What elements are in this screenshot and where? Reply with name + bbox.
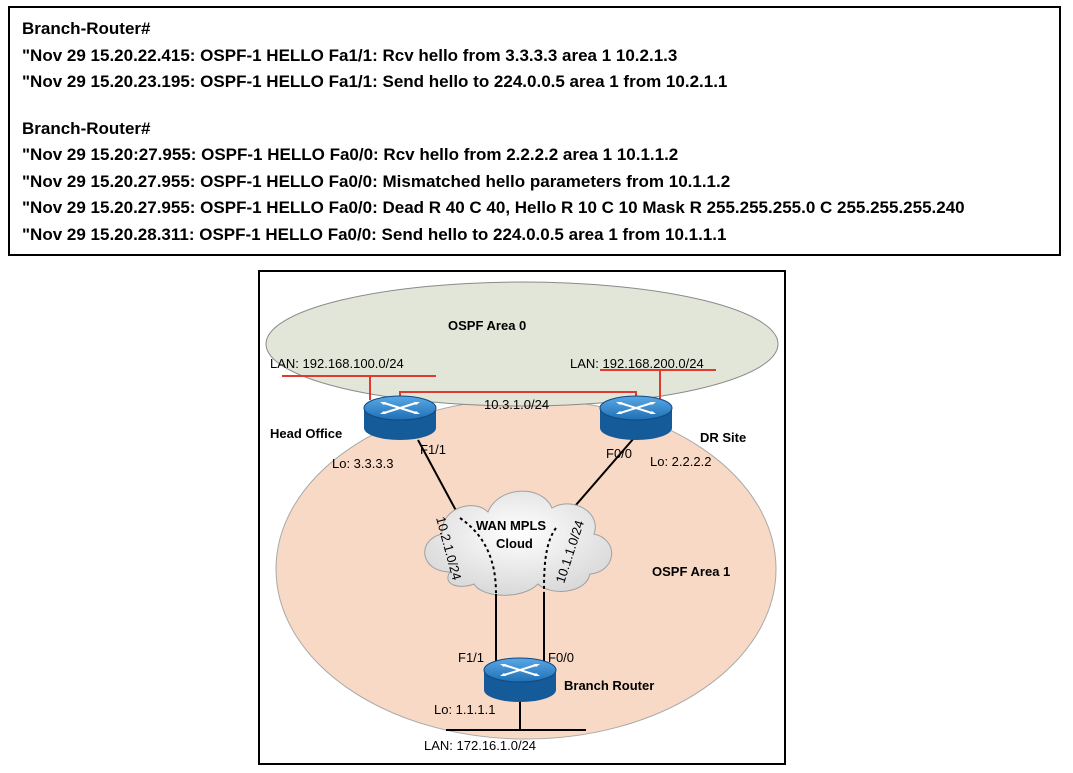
link-ho-dr-label: 10.3.1.0/24 bbox=[484, 397, 549, 412]
branch-router-icon bbox=[483, 657, 557, 702]
lan-bottom-label: LAN: 172.16.1.0/24 bbox=[424, 738, 536, 753]
dr-site-lo-label: Lo: 2.2.2.2 bbox=[650, 454, 711, 469]
debug-log-panel: Branch-Router# "Nov 29 15.20.22.415: OSP… bbox=[8, 6, 1061, 256]
dr-site-router-icon bbox=[599, 395, 673, 440]
branch-if-left-label: F1/1 bbox=[458, 650, 484, 665]
log-line: "Nov 29 15.20.27.955: OSPF-1 HELLO Fa0/0… bbox=[22, 171, 731, 191]
log-line: "Nov 29 15.20.27.955: OSPF-1 HELLO Fa0/0… bbox=[22, 198, 965, 217]
area0-label: OSPF Area 0 bbox=[448, 318, 526, 333]
link-ho-cloud bbox=[417, 439, 461, 519]
lan-left-label: LAN: 192.168.100.0/24 bbox=[270, 356, 404, 371]
lan-right-label: LAN: 192.168.200.0/24 bbox=[570, 356, 704, 371]
log-prompt-2: Branch-Router# bbox=[22, 118, 151, 138]
cloud-label-line1: WAN MPLS bbox=[476, 518, 546, 533]
dr-site-if-label: F0/0 bbox=[606, 446, 632, 461]
network-diagram: OSPF Area 0 OSPF Area 1 LAN: 192.168.100… bbox=[258, 270, 786, 765]
branch-lo-label: Lo: 1.1.1.1 bbox=[434, 702, 495, 717]
branch-router-label: Branch Router bbox=[564, 678, 654, 693]
log-prompt-1: Branch-Router# bbox=[22, 19, 151, 38]
log-line: "Nov 29 15.20.22.415: OSPF-1 HELLO Fa1/1… bbox=[22, 45, 678, 65]
area1-label: OSPF Area 1 bbox=[652, 564, 730, 579]
log-line: "Nov 29 15.20.23.195: OSPF-1 HELLO Fa1/1… bbox=[22, 72, 728, 91]
dashed-path-left bbox=[459, 517, 497, 595]
head-office-label: Head Office bbox=[270, 426, 342, 441]
log-line: "Nov 29 15.20:27.955: OSPF-1 HELLO Fa0/0… bbox=[22, 145, 679, 164]
branch-if-right-label: F0/0 bbox=[548, 650, 574, 665]
head-office-lo-label: Lo: 3.3.3.3 bbox=[332, 456, 393, 471]
log-line: "Nov 29 15.20.28.311: OSPF-1 HELLO Fa0/0… bbox=[22, 224, 727, 244]
wan-mpls-cloud bbox=[424, 490, 612, 596]
head-office-router-icon bbox=[363, 395, 437, 440]
ospf-area0-region bbox=[265, 281, 779, 407]
topology-svg: OSPF Area 0 OSPF Area 1 LAN: 192.168.100… bbox=[265, 281, 779, 753]
head-office-if-label: F1/1 bbox=[420, 442, 446, 457]
dashed-path-right bbox=[543, 527, 557, 595]
cloud-label-line2: Cloud bbox=[496, 536, 533, 551]
dr-site-label: DR Site bbox=[700, 430, 746, 445]
